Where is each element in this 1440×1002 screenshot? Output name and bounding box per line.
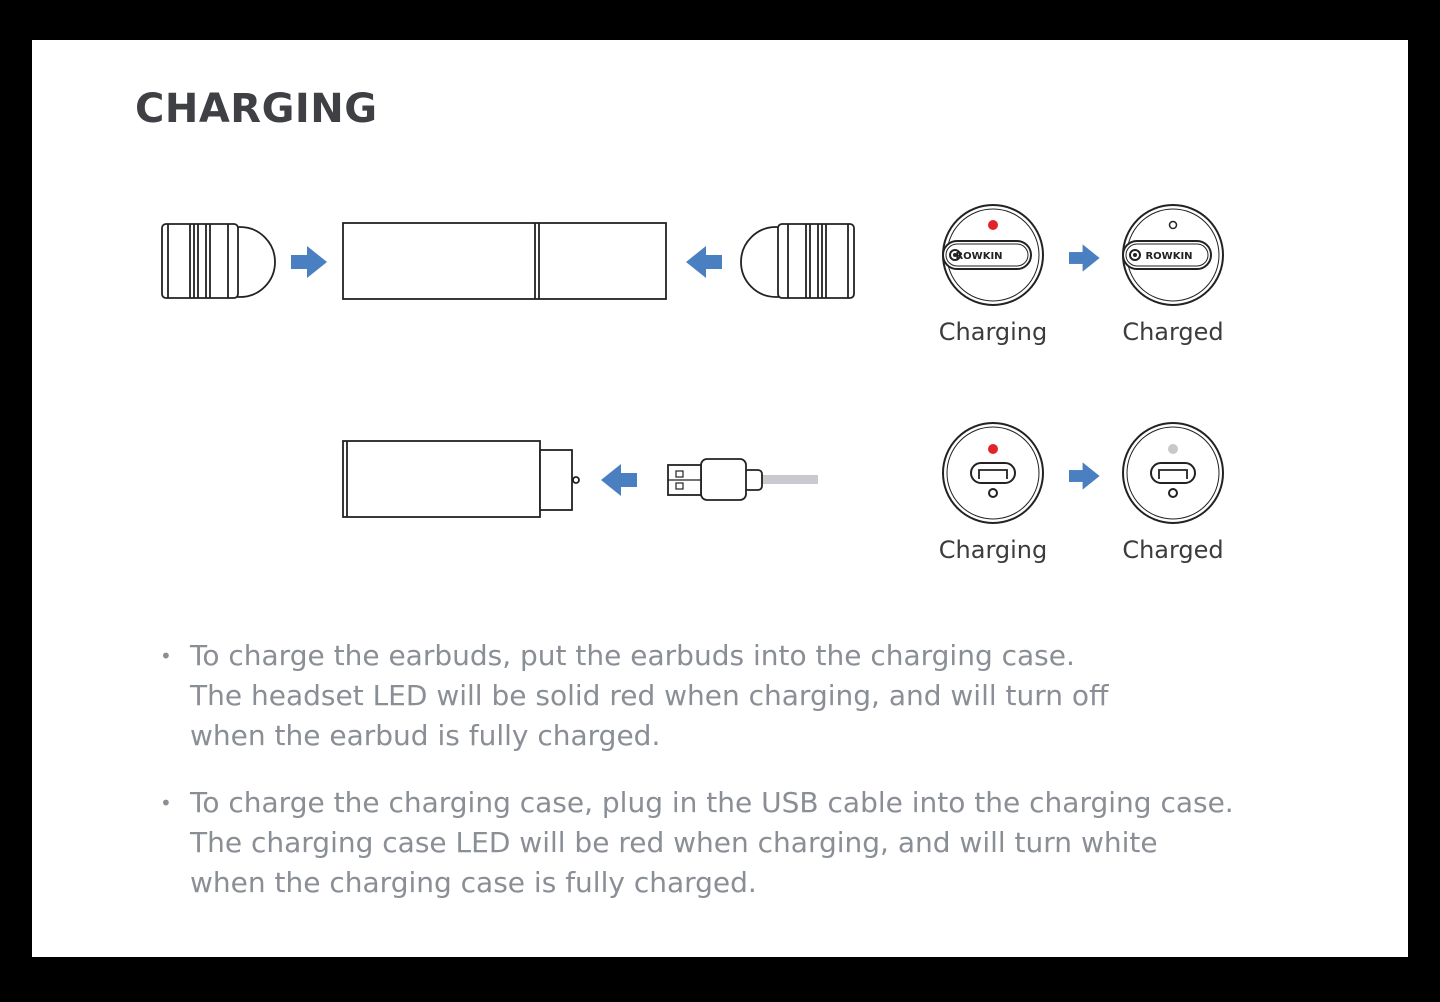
instruction-item: To charge the earbuds, put the earbuds i… [160, 636, 1360, 756]
earbud-charged-label: Charged [1122, 318, 1224, 346]
instruction-line: To charge the charging case, plug in the… [190, 786, 1234, 819]
arrow-right-icon [1069, 462, 1100, 490]
earbud-led-charged: ROWKIN [1122, 204, 1224, 306]
page-title: CHARGING [135, 86, 378, 132]
charging-illustration: ROWKIN ROWKIN [161, 204, 1224, 524]
case-led-charged [1122, 422, 1224, 524]
instruction-line: when the earbud is fully charged. [190, 719, 661, 752]
brand-logo-text: ROWKIN [955, 251, 1002, 262]
arrow-left-icon [601, 464, 637, 496]
case-charged-label: Charged [1122, 536, 1224, 564]
arrow-right-icon [291, 246, 327, 278]
charging-case-drawing [342, 222, 667, 300]
instruction-item: To charge the charging case, plug in the… [160, 783, 1360, 903]
instruction-line: when the charging case is fully charged. [190, 866, 757, 899]
instruction-line: To charge the earbuds, put the earbuds i… [190, 639, 1075, 672]
earbud-led-charging: ROWKIN [942, 204, 1044, 306]
case-charging-label: Charging [938, 536, 1048, 564]
instruction-list: To charge the earbuds, put the earbuds i… [160, 636, 1360, 930]
usb-cable-drawing [667, 458, 818, 501]
arrow-right-icon [1069, 244, 1100, 272]
instruction-line: The charging case LED will be red when c… [190, 826, 1158, 859]
instruction-line: The headset LED will be solid red when c… [190, 679, 1109, 712]
instruction-card: CHARGING [32, 40, 1408, 957]
case-end-drawing [342, 440, 580, 518]
arrow-left-icon [686, 246, 722, 278]
right-earbud-drawing [740, 223, 855, 299]
earbud-charging-label: Charging [938, 318, 1048, 346]
left-earbud-drawing [161, 223, 276, 299]
case-led-charging [942, 422, 1044, 524]
brand-logo-text: ROWKIN [1145, 251, 1192, 262]
